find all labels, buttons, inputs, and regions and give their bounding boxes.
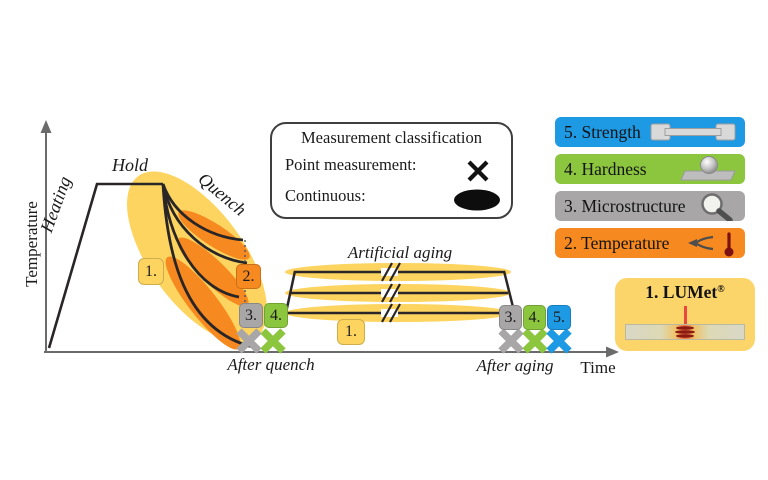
badge-microstructure-aging: 3. <box>499 305 522 330</box>
break-mark-2 <box>381 283 401 303</box>
thermocouple-thermometer-icon <box>688 232 734 257</box>
x-mark-hardness-quench <box>260 328 286 354</box>
after-quench-label: After quench <box>227 355 315 374</box>
badge-hardness-aging: 4. <box>523 305 546 330</box>
quench-curve-2 <box>161 183 248 265</box>
y-axis-arrowhead <box>40 120 52 133</box>
lumet-label-text: 1. LUMet <box>645 282 718 302</box>
after-quench-x-marks <box>236 328 286 354</box>
registered-mark: ® <box>717 284 725 295</box>
classification-title: Measurement classification <box>301 128 482 147</box>
break-mark-3 <box>381 303 401 323</box>
aging-lines <box>282 270 518 323</box>
quench-curves <box>161 183 254 349</box>
laser-beam <box>684 306 687 324</box>
legend-strength-label: 5. Strength <box>564 122 641 142</box>
badge-strength-aging: 5. <box>547 305 571 330</box>
badge-lumet-quench: 1. <box>138 258 164 285</box>
x-mark-strength-aging <box>546 328 572 354</box>
x-axis-label: Time <box>580 358 616 377</box>
badge-temperature-quench: 2. <box>236 264 261 289</box>
break-mark-1 <box>381 262 401 282</box>
x-mark-hardness-aging <box>522 328 548 354</box>
badge-lumet-aging: 1. <box>337 319 365 345</box>
legend-bar-hardness: 4. Hardness <box>555 154 745 184</box>
continuous-label: Continuous: <box>285 186 366 205</box>
heating-hold-line <box>47 182 163 349</box>
x-mark-icon <box>467 160 489 182</box>
tensile-specimen-icon <box>650 123 736 141</box>
quench-curve-4 <box>161 183 254 349</box>
lumet-label: 1. LUMet® <box>615 282 755 303</box>
ball-indenter-icon <box>680 156 736 181</box>
quench-curve-1 <box>161 183 244 242</box>
x-mark-microstructure-aging <box>498 328 524 354</box>
legend-bar-temperature: 2. Temperature <box>555 228 745 258</box>
magnifier-icon <box>701 193 733 221</box>
axes <box>44 131 607 353</box>
legend-microstructure-label: 3. Microstructure <box>564 196 686 216</box>
after-aging-label: After aging <box>476 356 554 375</box>
lumet-box: 1. LUMet® <box>615 278 755 351</box>
point-measurement-label: Point measurement: <box>285 155 417 174</box>
hold-label: Hold <box>112 155 148 175</box>
x-axis-arrowhead <box>606 346 619 358</box>
after-aging-x-marks <box>498 328 572 354</box>
filled-ellipse-icon <box>454 189 500 211</box>
ultrasound-marks <box>675 326 695 338</box>
classification-box: Measurement classification Point measure… <box>270 122 513 219</box>
quench-orange-ellipse-2 <box>177 237 249 307</box>
legend-temperature-label: 2. Temperature <box>564 233 670 253</box>
aging-break-marks <box>381 262 401 323</box>
legend-bar-microstructure: 3. Microstructure <box>555 191 745 221</box>
badge-microstructure-quench: 3. <box>239 303 263 328</box>
quench-curve-3 <box>161 183 240 299</box>
quench-orange-ellipse-3 <box>165 256 241 350</box>
badge-hardness-quench: 4. <box>264 303 288 328</box>
artificial-aging-label: Artificial aging <box>347 243 453 262</box>
x-mark-microstructure-quench <box>236 328 262 354</box>
legend-bar-strength: 5. Strength <box>555 117 745 147</box>
legend-hardness-label: 4. Hardness <box>564 159 647 179</box>
